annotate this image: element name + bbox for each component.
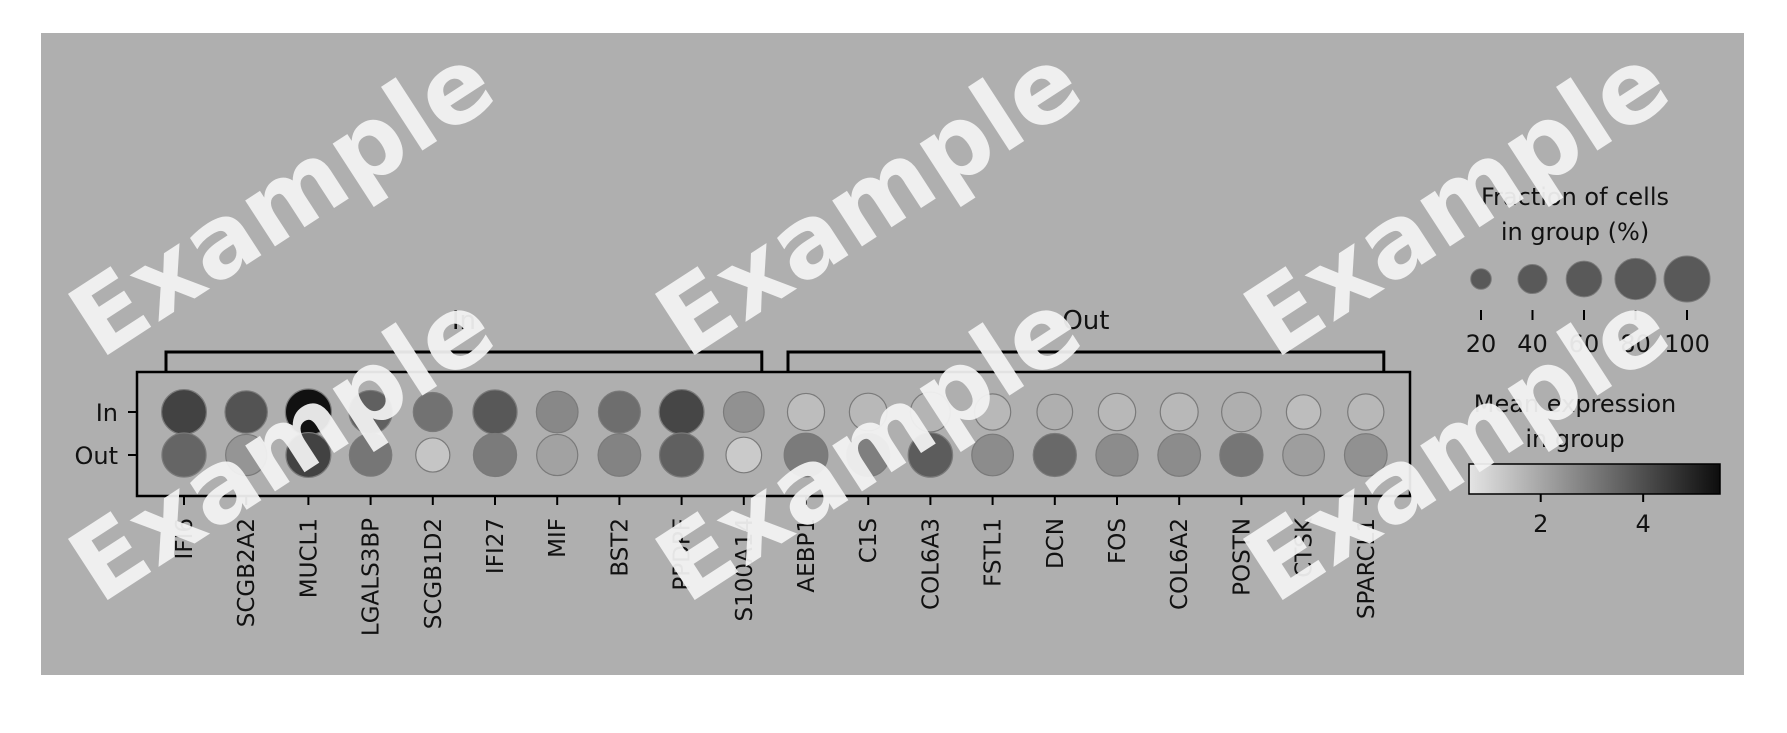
group-bracket-in: [164, 350, 764, 371]
dot-out-c1s: [846, 432, 891, 478]
color-legend-title-line-2: in group: [1525, 425, 1624, 453]
dot-out-ifi6: [161, 432, 207, 478]
plot-frame: [135, 370, 1412, 498]
size-legend-dot-20: [1470, 268, 1492, 290]
x-tick-label-ppdpf: PPDPF: [670, 518, 696, 591]
size-legend-title-line-2: in group (%): [1501, 218, 1649, 246]
color-legend-title-line-1: Mean expression: [1474, 390, 1676, 418]
dot-in-mif: [535, 390, 579, 434]
size-legend-label-40: 40: [1517, 330, 1548, 358]
x-tick-label-lgals3bp: LGALS3BP: [359, 518, 385, 636]
x-tick-label-scgb2a2: SCGB2A2: [234, 518, 260, 627]
dot-in-scgb2a2: [224, 390, 269, 434]
size-legend-dot-80: [1614, 257, 1657, 301]
dot-out-bst2: [597, 433, 642, 477]
dot-in-s100a14: [722, 391, 765, 433]
colorbar: [1468, 463, 1721, 495]
dot-in-sparcl1: [1347, 393, 1385, 431]
x-tick-label-sparcl1: SPARCL1: [1354, 518, 1380, 619]
colorbar-tick-label-4: 4: [1636, 510, 1651, 538]
dot-out-aebp1: [783, 432, 829, 478]
dot-in-fstl1: [973, 393, 1012, 431]
size-legend-label-60: 60: [1569, 330, 1600, 358]
x-tick-label-fstl1: FSTL1: [981, 518, 1007, 587]
size-legend-label-80: 80: [1620, 330, 1651, 358]
x-tick-label-c1s: C1S: [856, 518, 882, 563]
dot-out-mucl1: [285, 431, 332, 479]
x-tick-label-postn: POSTN: [1229, 518, 1255, 596]
dot-in-col6a2: [1159, 392, 1199, 432]
x-tick-label-dcn: DCN: [1043, 518, 1069, 569]
x-tick-label-mif: MIF: [545, 518, 571, 558]
y-tick-label-out: Out: [74, 442, 118, 470]
group-label-in: In: [452, 306, 476, 336]
x-tick-label-ifi27: IFI27: [483, 518, 509, 574]
dot-out-fos: [1095, 433, 1139, 477]
x-tick-label-fos: FOS: [1105, 518, 1131, 564]
x-tick-label-scgb1d2: SCGB1D2: [421, 518, 447, 629]
dot-in-bst2: [597, 390, 641, 434]
group-label-out: Out: [1062, 306, 1109, 336]
x-tick-label-mucl1: MUCL1: [296, 518, 322, 598]
dot-out-scgb1d2: [415, 437, 451, 473]
dot-in-ppdpf: [658, 388, 705, 436]
x-tick-label-ctsk: CTSK: [1292, 517, 1318, 578]
dot-out-s100a14: [725, 436, 763, 474]
size-legend-title-line-1: Fraction of cells: [1481, 183, 1669, 211]
x-tick-label-aebp1: AEBP1: [794, 518, 820, 593]
dot-out-scgb2a2: [225, 433, 268, 477]
dot-out-ifi27: [472, 432, 518, 478]
dot-out-ppdpf: [658, 432, 705, 478]
dot-in-ifi6: [160, 388, 208, 436]
x-tick-label-col6a2: COL6A2: [1167, 518, 1193, 610]
size-legend-dot-100: [1663, 255, 1711, 303]
colorbar-tick-label-2: 2: [1533, 510, 1548, 538]
dot-in-c1s: [848, 392, 888, 432]
dot-out-lgals3bp: [348, 433, 393, 477]
size-legend-dot-60: [1565, 260, 1603, 298]
dot-in-postn: [1221, 391, 1262, 433]
dot-out-ctsk: [1282, 433, 1326, 477]
dot-out-dcn: [1032, 432, 1077, 478]
dot-out-mif: [536, 433, 579, 477]
size-legend-label-20: 20: [1466, 330, 1497, 358]
figure-background: [41, 33, 1744, 675]
x-tick-label-col6a3: COL6A3: [918, 518, 944, 610]
x-tick-label-s100a14: S100A14: [732, 518, 758, 622]
dot-out-postn: [1219, 432, 1264, 478]
dot-out-fstl1: [971, 433, 1015, 477]
x-tick-label-bst2: BST2: [607, 518, 633, 577]
size-legend-label-100: 100: [1664, 330, 1710, 358]
dot-out-col6a3: [907, 432, 954, 478]
y-tick-label-in: In: [96, 399, 118, 427]
dot-in-aebp1: [786, 392, 826, 432]
dot-in-fos: [1097, 392, 1137, 432]
dot-in-scgb1d2: [412, 391, 453, 433]
dot-in-ctsk: [1285, 394, 1322, 430]
dot-in-dcn: [1036, 393, 1074, 431]
size-legend-dot-40: [1517, 263, 1548, 295]
group-bracket-out: [786, 350, 1386, 371]
dot-out-col6a2: [1157, 433, 1202, 477]
dot-in-ifi27: [472, 389, 518, 435]
x-tick-label-ifi6: IFI6: [172, 518, 198, 559]
dot-out-sparcl1: [1343, 433, 1388, 477]
dot-in-col6a3: [909, 391, 951, 433]
